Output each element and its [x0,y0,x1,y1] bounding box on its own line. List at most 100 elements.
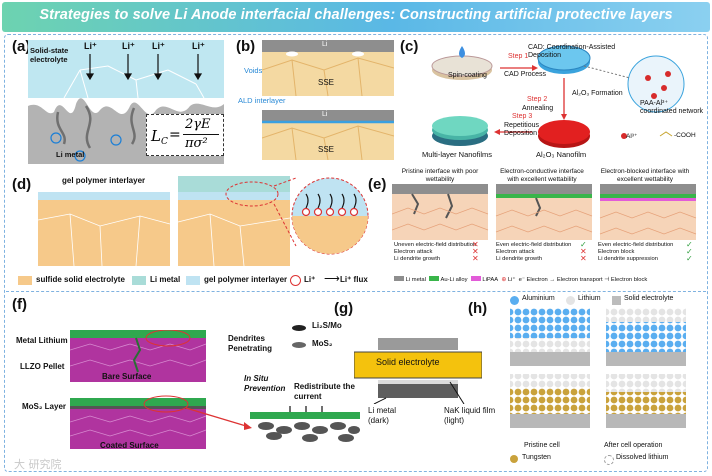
e-col3-title: Electron-blocked interface with excellen… [600,168,690,183]
li-metal-label: Li metal [56,150,85,159]
metal-lithium-label: Metal Lithium [16,336,68,345]
e-col3-marks: ✓✓✓ [686,240,693,264]
e-legend-electron: e⁻ Electron [518,277,548,283]
e-col1-line2: Electron attack [394,249,433,256]
step2-text: Annealing [522,105,554,112]
e-col1-marks: ✕✕✕ [472,240,479,264]
li-metal-dark-label: Li metal (dark) [368,406,397,425]
flux-arrow-icon: ⟶ [324,273,340,285]
panel-h-label: (h) [468,300,488,317]
e-col2-marks: ✓✕✕ [580,240,587,264]
panel-b-diagram [262,40,394,160]
step3-text: Repetitious Deposition [504,122,540,137]
paa-label: PAA-Al³⁺ coordinated network [640,100,704,115]
li-ion-label-4: Li⁺ [192,41,205,51]
dendrite [56,105,136,149]
e-col1-notes: Uneven electric-field distribution Elect… [394,242,490,264]
h-solid-electrolyte-label: Solid electrolyte [624,295,674,302]
dissolved-legend-icon [604,455,614,465]
solid-electrolyte-legend-icon [612,296,621,305]
al2o3-formation-label: Al₂O₃ Formation [572,90,623,97]
al2o3-nanofilm-label: Al₂O₃ Nanofilm [536,150,587,159]
title-banner [2,2,710,32]
aluminium-legend-icon [510,296,519,305]
panel-g-diagram [354,338,482,404]
e-col3-line2: Electron block [598,249,635,256]
e-col3-line1: Even electric-field distribution [598,242,674,248]
sse-top-label: SSE [318,78,335,87]
li2s-label: Li₂S/Mo [312,321,342,330]
legend-flux: Li⁺ flux [340,275,368,284]
coated-surface-label: Coated Surface [100,441,159,450]
multi-label: Multi-layer Nanofilms [422,150,493,159]
legend-gel-swatch [186,276,200,285]
voids-label: Voids [244,66,263,75]
mos2-layer-label: MoS₂ Layer [22,402,67,411]
panel-e-label: (e) [368,176,387,193]
panel-f-label: (f) [12,296,27,313]
li-ion-label-1: Li⁺ [84,41,97,51]
panel-b-label: (b) [236,38,256,55]
ald-label: ALD interlayer [238,96,286,105]
legend-li-metal: Li metal [150,275,181,284]
e-legend-lipaa: LiPAA [482,277,499,283]
li-top-label: Li [322,41,328,48]
e-col1-line3: Li dendrite growth [394,256,441,263]
critical-length-equation: L C = 2γE πσ² [146,114,224,156]
sse-bottom-label: SSE [318,145,335,154]
cooh-label: -COOH [674,132,696,139]
cad-label: CAD: Coordination-Assisted Deposition [528,44,616,59]
solid-electrolyte-label: Solid electrolyte [376,357,440,367]
legend-sulfide-swatch [18,276,32,285]
e-legend-au-li: Au-Li alloy [440,277,468,283]
panel-g-label: (g) [334,300,354,317]
legend-sulfide: sulfide solid electrolyte [36,275,125,284]
aluminium-label: Aluminium [522,295,555,302]
e-col2-line2: Electron attack [496,249,535,256]
step3-label: Step 3 [512,113,533,120]
legend-li-ion-icon [290,275,301,286]
tungsten-label: Tungsten [522,454,551,461]
insitu-label: In Situ Prevention [244,374,286,393]
nak-label: NaK liquid film (light) [444,406,496,425]
e-legend-li-metal: Li metal [405,277,426,283]
lithium-label: Lithium [578,295,601,302]
panel-c-label: (c) [400,38,419,55]
gel-interlayer-label: gel polymer interlayer [62,176,146,185]
step2-label: Step 2 [527,96,548,103]
panel-e-diagram [392,184,697,240]
watermark: 大 研究院 [14,458,62,471]
bare-surface-label: Bare Surface [102,372,152,381]
e-col2-line1: Even electric-field distribution [496,242,572,248]
row-divider [6,291,706,292]
panel-a-label: (a) [12,38,31,55]
li2s-icon [292,325,306,331]
e-col1-title: Pristine interface with poor wettability [401,168,479,183]
solid-electrolyte-region [28,40,224,98]
tungsten-legend-icon [510,455,518,463]
electrolyte-label: Solid-state electrolyte [30,46,69,64]
e-col3-notes: Even electric-field distribution Electro… [598,242,700,264]
e-legend-block: Electron block [610,277,648,283]
legend-li-metal-swatch [132,276,146,285]
e-col1-line1: Uneven electric-field distribution [394,242,477,248]
dissolved-label: Dissolved lithium [616,454,669,461]
after-label: After cell operation [604,442,663,449]
lithium-legend-icon [566,296,575,305]
step1-label: Step 1 [508,53,529,60]
legend-gel: gel polymer interlayer [204,275,288,284]
e-legend-transport: Electron transport [556,277,603,283]
e-legend-li-ion: Li⁺ [507,277,516,283]
step1-text: CAD Process [504,71,547,78]
pristine-label: Pristine cell [524,442,560,449]
li-bottom-label: Li [322,111,328,118]
spin-label: Spin-coating [448,72,487,79]
figure-frame [4,34,708,472]
e-col2-line3: Li dendrite growth [496,256,543,263]
redistribute-label: Redistribute the current [294,382,355,401]
panel-f-diagram [70,330,360,449]
llzo-label: LLZO Pellet [20,362,65,371]
mos2-label: MoS₂ [312,339,333,348]
e-col3-line3: Li dendrite suppression [598,256,658,263]
li-ion-label-2: Li⁺ [122,41,135,51]
